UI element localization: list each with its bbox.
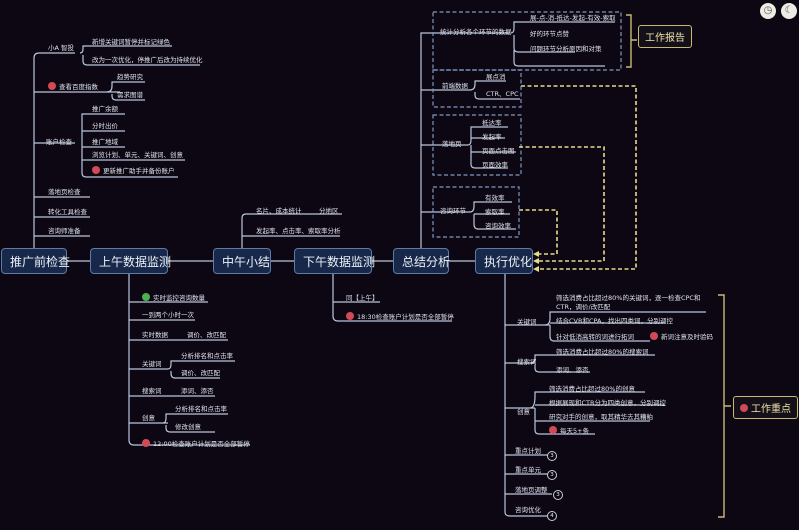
main-node-execute-optimize[interactable]: 执行优化: [475, 248, 533, 274]
node-consult-child-2[interactable]: 索取率: [485, 208, 505, 216]
work-report-label[interactable]: 工作报告: [638, 25, 692, 48]
node-x-keyword-child-1[interactable]: 筛选消费占比超过80%的关键词，逐一检查CPC和CTR，调价/改匹配: [556, 294, 706, 312]
main-node-afternoon-monitor[interactable]: 下午数据监测: [294, 248, 375, 274]
node-frontend-data[interactable]: 前端数据: [442, 82, 468, 90]
main-node-noon-summary[interactable]: 中午小结: [213, 248, 271, 274]
node-xiaoa[interactable]: 小A 智投: [48, 44, 75, 52]
node-baidu-child-2[interactable]: 需求图谱: [117, 91, 143, 99]
node-card-cost-value[interactable]: 分地区: [319, 207, 339, 215]
flag-icon: [142, 439, 150, 447]
node-account-child-2[interactable]: 分时出价: [92, 122, 118, 130]
node-m-creative-child-2[interactable]: 修改创意: [175, 423, 201, 431]
node-x-creative-child-4[interactable]: 每天5+条: [549, 426, 590, 436]
node-x-keyword-note[interactable]: 新词注意及时验码: [650, 332, 713, 342]
node-landing-child-1[interactable]: 抵达率: [482, 119, 502, 127]
node-landing-child-2[interactable]: 发起率: [482, 133, 502, 141]
node-rate-analysis[interactable]: 发起率、点击率、索取率分析: [256, 227, 341, 235]
node-landing-child-4[interactable]: 页面效率: [482, 161, 508, 169]
node-noon-check-label: 12:00检查账户计划是否全部暂停: [153, 440, 250, 448]
work-focus-label[interactable]: 工作重点: [733, 396, 798, 419]
main-node-summary-analysis[interactable]: 总结分析: [393, 248, 450, 274]
node-landing-child-3[interactable]: 页面点击图: [482, 147, 515, 155]
timer-icon[interactable]: ◷: [760, 3, 776, 19]
node-landing-page[interactable]: 落地页: [442, 140, 462, 148]
node-x-creative[interactable]: 创意: [517, 408, 530, 416]
node-stats-child-3[interactable]: 问题环节分析原因和对策: [530, 45, 602, 53]
node-key-unit[interactable]: 重点单元: [515, 466, 541, 474]
main-node-pre-check[interactable]: 推广前检查: [1, 248, 70, 274]
node-noon-check[interactable]: 12:00检查账户计划是否全部暂停: [142, 439, 250, 449]
node-realtime-data[interactable]: 实时数据: [142, 331, 168, 339]
node-x-keyword-child-3[interactable]: 针对低消高转的词进行拓词: [556, 333, 634, 341]
work-focus-text: 工作重点: [751, 404, 791, 415]
node-stats-child-1[interactable]: 展-点-消-抵达-发起-有效-索取: [530, 14, 616, 22]
node-x-keyword-child-2[interactable]: 结合CVR和CPA，找出四类词，分别调控: [556, 317, 673, 325]
node-account-check[interactable]: 账户检查: [46, 138, 72, 146]
node-consult-prep[interactable]: 咨询师准备: [48, 227, 81, 235]
node-x-search-child-2[interactable]: 添词、添否: [556, 366, 589, 374]
node-x-creative-child-4-label: 每天5+条: [560, 427, 590, 435]
node-landing-check[interactable]: 落地页检查: [48, 188, 81, 196]
node-baidu-index[interactable]: 查看百度指数: [48, 82, 98, 92]
node-consult-optimize[interactable]: 咨询优化: [515, 506, 541, 514]
node-m-search-term[interactable]: 搜索词: [142, 387, 162, 395]
node-xiaoa-child-2[interactable]: 改为一次优化，停推广后改为持续优化: [92, 56, 203, 64]
flag-icon: [650, 332, 658, 340]
node-realtime-consult-label: 实时监控咨询数量: [153, 294, 205, 302]
node-x-keyword-child-1-label: 筛选消费占比超过80%的关键词，逐一检查CPC和CTR，调价/改匹配: [556, 294, 701, 311]
node-m-keyword-child-1[interactable]: 分析排名和点击率: [181, 352, 233, 360]
flag-icon: [346, 312, 354, 320]
node-account-child-5[interactable]: 更新推广助手并备份账户: [92, 166, 175, 176]
node-same-as-morning[interactable]: 同【上午】: [346, 294, 379, 302]
node-consult-child-1[interactable]: 有效率: [485, 194, 505, 202]
theme-icon[interactable]: ☾: [781, 3, 797, 19]
node-evening-check-label: 18:30检查账户计划是否全部暂停: [357, 313, 454, 321]
priority-badge: 3: [553, 490, 563, 500]
node-frontend-child-2[interactable]: CTR、CPC: [486, 90, 519, 98]
node-m-keyword[interactable]: 关键词: [142, 360, 162, 368]
node-x-creative-child-3[interactable]: 研究对手的创意，取其精华去其糟粕: [549, 413, 653, 421]
node-m-creative[interactable]: 创意: [142, 414, 155, 422]
node-account-child-1[interactable]: 推广余额: [92, 105, 118, 113]
priority-badge: 3: [547, 451, 557, 461]
node-x-search-term[interactable]: 搜索词: [517, 358, 537, 366]
priority-badge: 4: [547, 511, 557, 521]
priority-badge: 3: [547, 470, 557, 480]
flag-icon: [92, 166, 100, 174]
node-convert-tool-check[interactable]: 转化工具检查: [48, 208, 87, 216]
node-baidu-child-1[interactable]: 趋势研究: [117, 73, 143, 81]
check-icon: [142, 293, 150, 301]
node-baidu-index-label: 查看百度指数: [59, 83, 98, 91]
node-x-keyword-note-label: 新词注意及时验码: [661, 333, 713, 341]
node-key-plan[interactable]: 重点计划: [515, 447, 541, 455]
node-x-search-child-1[interactable]: 筛选消费占比超过80%的搜索词: [556, 348, 649, 356]
node-stats-child-2[interactable]: 好的环节点赞: [530, 30, 569, 38]
node-x-keyword[interactable]: 关键词: [517, 318, 537, 326]
node-evening-check[interactable]: 18:30检查账户计划是否全部暂停: [346, 312, 454, 322]
node-m-creative-child-1[interactable]: 分析排名和点击率: [175, 405, 227, 413]
flag-icon: [549, 426, 557, 434]
star-icon: [740, 404, 748, 412]
node-account-child-4[interactable]: 浏览计划、单元、关键词、创意: [92, 151, 183, 159]
node-card-cost[interactable]: 名片、成本统计: [256, 207, 302, 215]
node-x-creative-child-2[interactable]: 根据展现和CTR分为四类创意，分别调控: [549, 399, 667, 407]
node-consult-child-3[interactable]: 咨询效率: [485, 222, 511, 230]
node-account-child-3[interactable]: 推广地域: [92, 138, 118, 146]
node-m-search-term-value[interactable]: 添词、添否: [181, 387, 214, 395]
node-m-keyword-child-2[interactable]: 调价、改匹配: [181, 369, 220, 377]
node-landing-adjust[interactable]: 落地页调整: [515, 486, 548, 494]
node-every-two-hours[interactable]: 一到两个小时一次: [142, 311, 194, 319]
node-account-child-5-label: 更新推广助手并备份账户: [103, 167, 175, 175]
node-consult-stage[interactable]: 咨询环节: [440, 207, 466, 215]
flag-icon: [48, 82, 56, 90]
node-realtime-consult[interactable]: 实时监控咨询数量: [142, 293, 205, 303]
node-xiaoa-child-1[interactable]: 新增关键词暂停并标记绿色: [92, 38, 170, 46]
main-node-morning-monitor[interactable]: 上午数据监测: [90, 248, 171, 274]
node-frontend-child-1[interactable]: 展点消: [486, 73, 506, 81]
node-stats[interactable]: 统计分析各个环节的数据: [440, 28, 512, 36]
node-x-creative-child-1[interactable]: 筛选消费占比超过80%的创意: [549, 385, 635, 393]
node-realtime-data-value[interactable]: 调价、改匹配: [187, 331, 226, 339]
